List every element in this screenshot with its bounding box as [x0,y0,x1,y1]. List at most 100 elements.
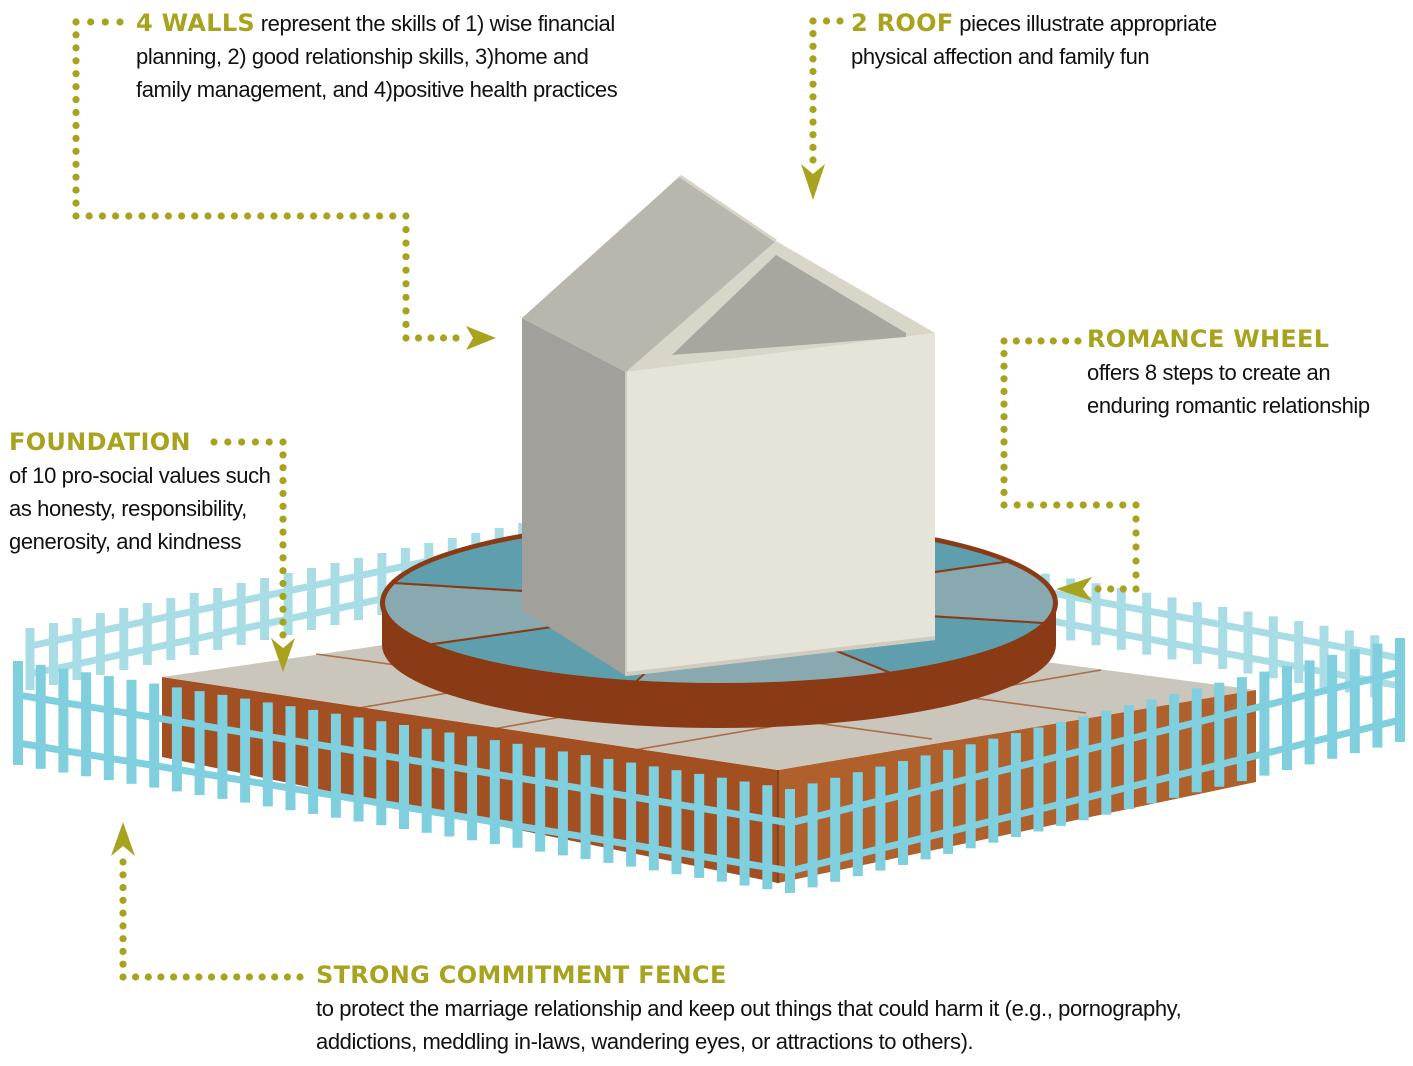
leader-dot [1119,585,1127,593]
fence-picket [308,709,319,814]
leader-dot [1079,501,1087,509]
leader-dot [809,29,817,38]
fence-picket [1268,616,1278,679]
leader-dot [809,55,817,63]
leader-dot [178,212,186,220]
fence-picket [283,573,293,635]
leader-dot [85,212,93,220]
leader-dot [119,858,127,866]
leader-dot [279,502,287,510]
leader-dot [244,212,252,220]
fence-picket [1349,649,1360,754]
fence-picket [95,613,105,675]
leader-dot [279,541,287,549]
fence-picket [354,558,363,620]
leader-dot [144,973,152,981]
fence-picket [1167,597,1177,660]
fence-picket [1078,716,1089,821]
foundation-text-2: as honesty, responsibility, [9,496,247,521]
leader-dot [72,160,80,168]
leader-dot [72,44,80,52]
fence-picket [1192,602,1202,665]
fence-picket [1214,682,1225,787]
walls-text-3: family management, and 4)positive health… [136,77,618,102]
wheel-text-2: enduring romantic relationship [1087,393,1370,418]
leader-dot [402,280,410,288]
leader-dot [217,212,225,220]
leader-dot [72,83,80,91]
leader-dot [310,212,318,220]
fence-picket [830,777,841,882]
walls-heading: 4 WALLS [136,9,255,37]
house [522,174,935,676]
fence-picket [557,751,568,856]
fence-picket [189,593,199,655]
leader-dot [279,631,287,639]
fence-picket [1319,625,1329,688]
leader-dot [271,973,279,981]
leader-dot [809,118,817,126]
leader-dot [323,212,331,220]
leader-dot [119,922,127,930]
leader-dot [1066,501,1074,509]
leader-dot [836,17,844,25]
leader-dot [296,973,304,981]
leader-dot [116,18,124,26]
arrow-wheel [1056,577,1092,601]
leader-dot [1132,585,1140,593]
leader-dot [119,960,127,968]
leader-dot [72,121,80,130]
leader-dot [1132,543,1140,551]
leader-dot [182,973,190,981]
fence-picket [875,766,886,871]
wheel-callout: ROMANCE WHEEL offers 8 steps to create a… [1087,323,1370,422]
leader-dot [402,293,410,301]
fence-picket [1116,587,1126,650]
fence-picket [1169,693,1180,798]
fence-picket [58,668,69,773]
fence-picket [1066,578,1076,641]
fence-picket [1304,660,1315,765]
fence-picket [898,761,908,865]
leader-dot [1012,337,1020,345]
fence-picket [1142,592,1152,655]
fence-picket [13,661,23,765]
house-left-wall [522,318,626,676]
leader-dot [279,438,287,446]
fence-picket [166,598,176,660]
fence-picket [1191,688,1202,793]
fence-picket [1146,699,1157,804]
fence-picket [285,706,296,811]
leader-dot [402,253,410,261]
leader-dot [119,935,127,943]
fence-picket [330,713,341,818]
fence-picket [81,672,92,777]
wheel-heading: ROMANCE WHEEL [1087,325,1330,353]
leader-dot [87,18,95,26]
leader-dot [72,18,80,26]
walls-text-2: planning, 2) good relationship skills, 3… [136,44,589,69]
leader-dot [809,17,817,25]
leader-dot [279,618,287,626]
leader-dot [279,567,287,575]
leader-dot [279,592,287,601]
leader-dot [402,212,410,220]
leader-dot [207,973,216,981]
leader-dot [1062,337,1070,345]
fence-picket [240,698,251,803]
fence-picket [142,603,152,665]
fence-picket [988,738,999,843]
fence-picket [1282,666,1292,770]
leader-dot [809,67,817,76]
leader-dot [809,131,817,139]
fence-picket [671,770,682,875]
leader-dot [279,464,287,472]
fence-picket [1372,643,1383,748]
fence-picket [467,736,478,841]
leader-dot [809,105,817,114]
fence-picket [1344,630,1354,693]
fence-picket [943,749,954,854]
fence-picket [1101,710,1112,815]
leader-dot [132,973,140,981]
foundation-text-3: generosity, and kindness [9,529,242,554]
